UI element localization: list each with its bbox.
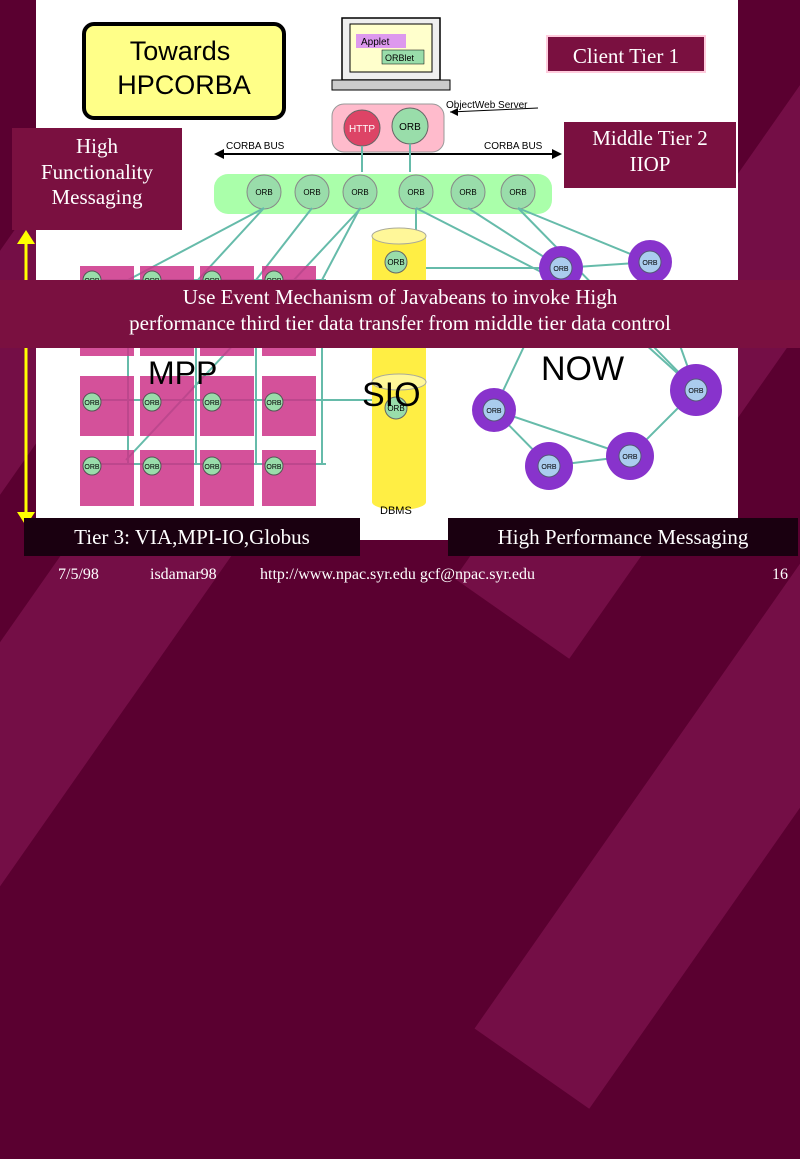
bus-orb-4-label: ORB bbox=[407, 188, 424, 197]
footer-date: 7/5/98 bbox=[58, 566, 99, 583]
mpp-orb-10-node bbox=[142, 456, 162, 476]
client-tier-label: Client Tier 1 bbox=[546, 35, 706, 73]
sio-storage: ORBDBMSORBDBMSORBDBMS bbox=[371, 227, 427, 517]
sio-orb-1-node bbox=[384, 250, 408, 274]
mpp-orb-12-label: ORB bbox=[266, 464, 282, 471]
mpp-orb-5-node bbox=[82, 392, 102, 412]
mpp-orb-8-node bbox=[264, 392, 284, 412]
footer-url[interactable]: http://www.npac.syr.edu gcf@npac.syr.edu bbox=[260, 566, 535, 583]
sio-dbms-label-3: DBMS bbox=[380, 505, 412, 517]
bus-orb-3-label: ORB bbox=[351, 188, 368, 197]
now-orb-6-label: ORB bbox=[622, 454, 638, 461]
now-orb-5-label: ORB bbox=[541, 464, 557, 471]
now-orb-2-label: ORB bbox=[642, 260, 658, 267]
diagram-canvas: Towards HPCORBA Applet ORBlet HTTP ORB O… bbox=[36, 0, 738, 540]
middle-tier-label: Middle Tier 2 IIOP bbox=[564, 122, 736, 188]
event-note-line-2: performance third tier data transfer fro… bbox=[129, 310, 671, 335]
bus-orb-nodes: ORB ORB ORB ORB ORB ORB bbox=[246, 174, 536, 210]
server-orb-label: ORB bbox=[399, 122, 421, 133]
bus-orb-2-label: ORB bbox=[303, 188, 320, 197]
http-label: HTTP bbox=[349, 124, 375, 135]
now-label: NOW bbox=[541, 350, 624, 388]
tier-span-arrow bbox=[17, 230, 35, 526]
corba-bus-right-arrow bbox=[552, 149, 562, 159]
high-performance-messaging-label: High Performance Messaging bbox=[448, 518, 798, 556]
now-orb-6-node bbox=[618, 444, 642, 468]
now-orb-5-node bbox=[537, 454, 561, 478]
bus-orb-6-label: ORB bbox=[509, 188, 526, 197]
now-orb-3-label: ORB bbox=[688, 388, 704, 395]
mpp-orb-7-node bbox=[202, 392, 222, 412]
footer-author: isdamar98 bbox=[150, 566, 217, 583]
mpp-orb-5-label: ORB bbox=[84, 400, 100, 407]
bus-orb-5-label: ORB bbox=[459, 188, 476, 197]
sio-orb-3-node bbox=[384, 396, 408, 420]
sio-orb-3-label: ORB bbox=[387, 404, 404, 413]
high-functionality-line-3: Messaging bbox=[51, 185, 143, 210]
title-line-2: HPCORBA bbox=[117, 70, 251, 100]
mpp-orb-6-label: ORB bbox=[144, 400, 160, 407]
objectweb-arrowhead bbox=[450, 108, 458, 116]
high-functionality-label: High Functionality Messaging bbox=[12, 128, 182, 230]
mpp-orb-9-node bbox=[82, 456, 102, 476]
objectweb-arrow bbox=[449, 107, 539, 113]
mpp-orb-10-label: ORB bbox=[144, 464, 160, 471]
architecture-diagram: Towards HPCORBA Applet ORBlet HTTP ORB O… bbox=[80, 17, 722, 517]
link-line-9 bbox=[517, 207, 651, 263]
mpp-orb-11-label: ORB bbox=[204, 464, 220, 471]
middle-tier-line-1: Middle Tier 2 bbox=[592, 126, 708, 150]
mpp-orb-11-node bbox=[202, 456, 222, 476]
now-orb-4-label: ORB bbox=[486, 408, 502, 415]
now-orb-4-node bbox=[482, 398, 506, 422]
bus-orb-1-label: ORB bbox=[255, 188, 272, 197]
mpp-orb-8-label: ORB bbox=[266, 400, 282, 407]
client-computer: Applet ORBlet bbox=[331, 17, 451, 91]
link-line-6 bbox=[321, 207, 361, 281]
sio-orb-1-label: ORB bbox=[387, 258, 404, 267]
orblet-label: ORBlet bbox=[385, 53, 415, 63]
sio-cylinder-top-1 bbox=[371, 227, 427, 245]
corba-bus-left-label: CORBA BUS bbox=[226, 141, 285, 152]
objectweb-server-label: ObjectWeb Server bbox=[446, 100, 528, 111]
mpp-orb-9-label: ORB bbox=[84, 464, 100, 471]
tier3-label: Tier 3: VIA,MPI-IO,Globus bbox=[24, 518, 360, 556]
corba-bus-left-arrow bbox=[214, 149, 224, 159]
sio-cylinder-base-3 bbox=[372, 494, 426, 510]
event-mechanism-banner: Use Event Mechanism of Javabeans to invo… bbox=[0, 280, 800, 348]
corba-bus-right-label: CORBA BUS bbox=[484, 141, 543, 152]
mpp-label: MPP bbox=[148, 355, 217, 391]
middle-tier-line-2: IIOP bbox=[629, 151, 671, 176]
now-orb-1-label: ORB bbox=[553, 266, 569, 273]
mpp-orb-7-label: ORB bbox=[204, 400, 220, 407]
now-orb-1-node bbox=[549, 256, 573, 280]
sio-label: SIO bbox=[362, 376, 421, 414]
high-functionality-line-2: Functionality bbox=[41, 159, 153, 184]
now-orb-2-node bbox=[638, 250, 662, 274]
title-box bbox=[82, 22, 286, 120]
page-number: 16 bbox=[772, 566, 788, 583]
now-orb-3-node bbox=[684, 378, 708, 402]
mpp-orb-6-node bbox=[142, 392, 162, 412]
title-line-1: Towards bbox=[130, 36, 231, 66]
mpp-orb-12-node bbox=[264, 456, 284, 476]
sio-cylinder-top-3 bbox=[371, 373, 427, 391]
applet-label: Applet bbox=[361, 37, 390, 48]
event-note-line-1: Use Event Mechanism of Javabeans to invo… bbox=[182, 285, 618, 309]
high-functionality-line-1: High bbox=[76, 134, 118, 158]
